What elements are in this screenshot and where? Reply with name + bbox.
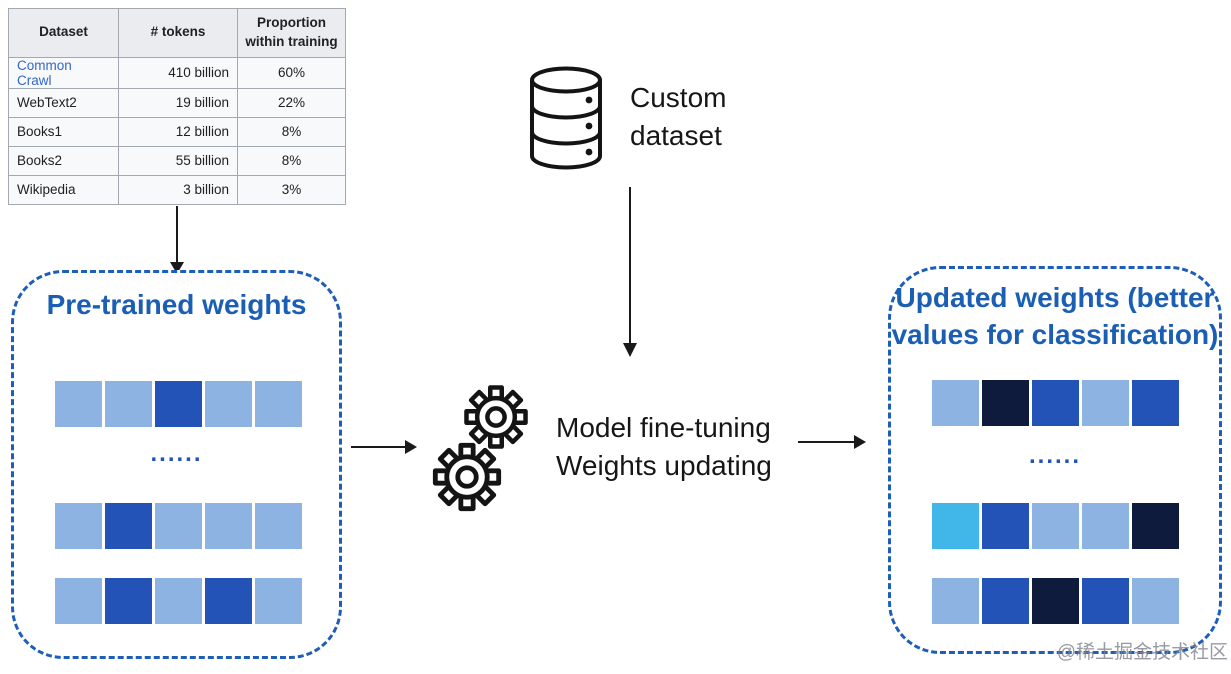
weight-square-navy	[1032, 578, 1079, 624]
weight-square-light	[55, 503, 102, 549]
weight-square-medium	[1132, 380, 1179, 426]
weight-square-light	[1082, 503, 1129, 549]
cell-proportion: 3%	[237, 174, 346, 205]
pretrained-weights-title: Pre-trained weights	[46, 289, 307, 320]
updated-weights-title-line1: Updated weights (better	[895, 282, 1215, 313]
weight-square-light	[932, 578, 979, 624]
custom-dataset-label: Custom dataset	[630, 82, 727, 151]
watermark: @稀土掘金技术社区	[1056, 642, 1228, 663]
weight-row	[932, 380, 1179, 426]
weight-square-medium	[105, 503, 152, 549]
cell-proportion: 8%	[237, 116, 346, 147]
table-row: Books2 55 billion 8%	[8, 145, 346, 176]
weight-square-navy	[1132, 503, 1179, 549]
weight-square-light	[255, 503, 302, 549]
cell-dataset: Common Crawl	[8, 56, 119, 89]
cell-tokens: 12 billion	[118, 116, 238, 147]
cell-dataset: Books1	[8, 116, 119, 147]
updated-weights-title: Updated weights (better values for class…	[891, 279, 1219, 353]
weight-square-light	[1132, 578, 1179, 624]
weight-square-light	[55, 578, 102, 624]
weight-square-medium	[155, 381, 202, 427]
cell-tokens: 55 billion	[118, 145, 238, 176]
cell-proportion: 60%	[237, 56, 346, 89]
weight-square-light	[155, 578, 202, 624]
cell-proportion: 8%	[237, 145, 346, 176]
weight-row	[55, 578, 302, 624]
weight-square-light	[932, 380, 979, 426]
weight-square-light	[255, 381, 302, 427]
finetuning-label-line2: Weights updating	[556, 450, 772, 481]
ellipsis-dots: ......	[150, 440, 203, 467]
gears-icon	[432, 384, 528, 514]
cell-tokens: 19 billion	[118, 87, 238, 118]
cell-dataset: Wikipedia	[8, 174, 119, 205]
weight-square-light	[255, 578, 302, 624]
header-dataset: Dataset	[8, 8, 119, 58]
cell-tokens: 3 billion	[118, 174, 238, 205]
weight-row	[55, 381, 302, 427]
weight-square-cyan	[932, 503, 979, 549]
weight-square-medium	[982, 578, 1029, 624]
table-row: WebText2 19 billion 22%	[8, 87, 346, 118]
weight-square-light	[105, 381, 152, 427]
finetuning-label: Model fine-tuning Weights updating	[556, 409, 772, 485]
weight-row	[55, 503, 302, 549]
finetuning-label-line1: Model fine-tuning	[556, 412, 771, 443]
weight-square-medium	[1082, 578, 1129, 624]
weight-row	[932, 578, 1179, 624]
weight-square-light	[205, 503, 252, 549]
arrow-table-to-pretrained	[170, 206, 184, 274]
weight-square-medium	[105, 578, 152, 624]
cell-dataset: Books2	[8, 145, 119, 176]
weight-square-medium	[205, 578, 252, 624]
updated-weights-box: Updated weights (better values for class…	[888, 266, 1222, 654]
weight-square-medium	[982, 503, 1029, 549]
table-row: Wikipedia 3 billion 3%	[8, 174, 346, 205]
weight-square-light	[205, 381, 252, 427]
weight-square-light	[1032, 503, 1079, 549]
cell-proportion: 22%	[237, 87, 346, 118]
common-crawl-link[interactable]: Common Crawl	[17, 57, 72, 88]
database-icon	[530, 66, 602, 170]
pretrained-weights-box: Pre-trained weights ......	[11, 270, 342, 659]
weight-square-light	[155, 503, 202, 549]
arrow-pretrained-to-finetuning	[351, 440, 417, 454]
weight-square-light	[55, 381, 102, 427]
weight-square-medium	[1032, 380, 1079, 426]
cell-tokens: 410 billion	[118, 56, 238, 89]
weight-row	[932, 503, 1179, 549]
cell-dataset: WebText2	[8, 87, 119, 118]
header-tokens: # tokens	[118, 8, 238, 58]
training-data-table-wrap: Dataset # tokens Proportion within train…	[8, 8, 346, 205]
table-row: Books1 12 billion 8%	[8, 116, 346, 147]
weight-square-navy	[982, 380, 1029, 426]
table-row: Common Crawl 410 billion 60%	[8, 56, 346, 89]
arrow-finetuning-to-updated	[798, 435, 866, 449]
updated-weights-title-line2: values for classification)	[891, 319, 1219, 350]
header-proportion: Proportion within training	[237, 8, 346, 58]
training-data-table: Dataset # tokens Proportion within train…	[8, 8, 346, 205]
ellipsis-dots: ......	[1028, 442, 1081, 469]
weight-square-light	[1082, 380, 1129, 426]
table-header-row: Dataset # tokens Proportion within train…	[8, 8, 346, 58]
arrow-dataset-to-finetuning	[623, 187, 637, 357]
